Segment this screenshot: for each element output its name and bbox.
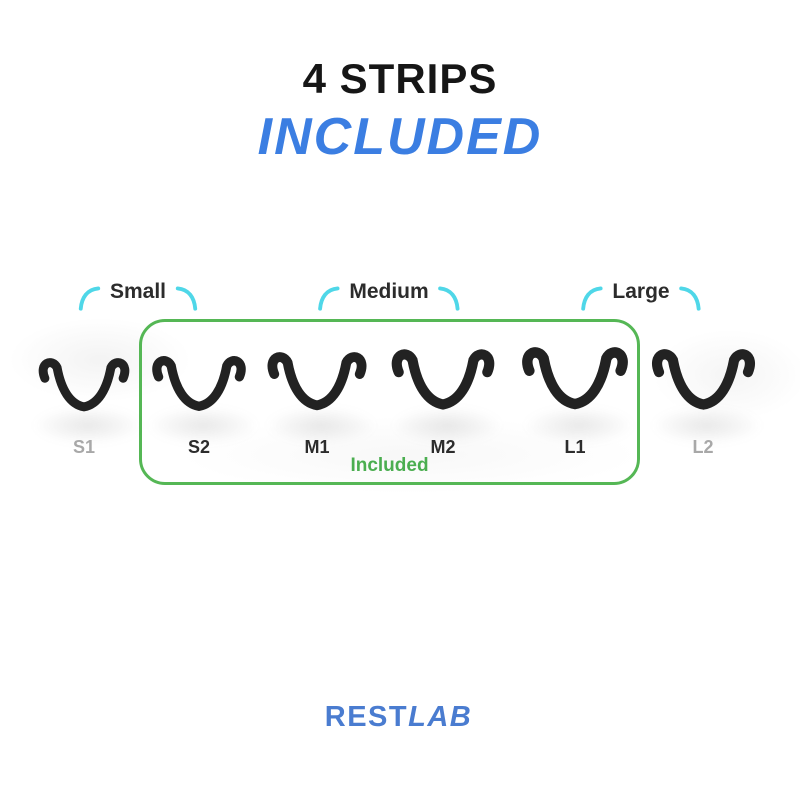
nasal-strip-icon — [152, 356, 246, 412]
strip-l1: L1 — [510, 344, 640, 458]
strip-label: S1 — [72, 437, 96, 457]
strip-label: S2 — [187, 437, 211, 457]
headline: 4 STRIPS INCLUDED — [0, 55, 800, 167]
strip-shadow — [378, 344, 508, 424]
size-bracket-right-icon — [438, 286, 460, 311]
brand-logo-lab: LAB — [408, 701, 473, 733]
size-group-label: Medium — [349, 280, 429, 303]
brand-logo: RESTLAB — [0, 703, 800, 732]
strip-shadow — [19, 344, 149, 424]
size-group-label: Small — [109, 280, 167, 303]
size-bracket-left-icon — [78, 286, 101, 311]
nasal-strip-icon — [522, 347, 628, 410]
nasal-strip-icon — [651, 349, 755, 410]
strip-shadow — [510, 344, 640, 424]
nasal-strip-icon — [267, 352, 367, 411]
included-box-label: Included — [350, 455, 429, 476]
size-bracket-left-icon — [318, 286, 340, 311]
strip-l2: L2 — [638, 344, 768, 458]
size-bracket-right-icon — [175, 286, 198, 311]
nasal-strip-icon — [391, 349, 495, 410]
strip-label: M2 — [430, 437, 456, 457]
strip-shadow — [638, 344, 768, 424]
size-bracket-right-icon — [679, 286, 701, 311]
strip-shadow — [134, 344, 264, 424]
size-group-large: Large — [580, 278, 701, 313]
strip-label: M1 — [304, 437, 330, 457]
nasal-strip-icon — [38, 358, 130, 412]
headline-count: 4 STRIPS — [302, 55, 498, 102]
brand-logo-rest: REST — [324, 701, 409, 733]
strip-s1: S1 — [19, 344, 149, 458]
size-group-small: Small — [78, 278, 198, 313]
strip-label: L1 — [564, 437, 586, 457]
headline-included: INCLUDED — [257, 108, 543, 167]
size-bracket-left-icon — [581, 286, 603, 311]
strip-shadow — [252, 344, 382, 424]
strip-label: L2 — [692, 437, 714, 457]
strip-s2: S2 — [134, 344, 264, 458]
strip-m2: M2 — [378, 344, 508, 458]
strip-m1: M1 — [252, 344, 382, 458]
size-group-medium: Medium — [317, 278, 460, 313]
size-group-label: Large — [612, 280, 670, 303]
